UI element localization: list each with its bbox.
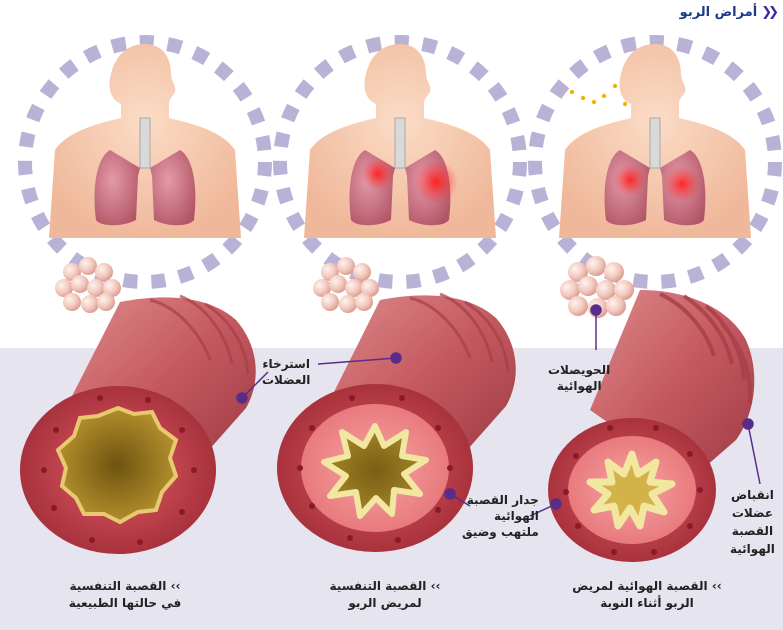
double-chevron-icon: ❮❮ [761,5,775,20]
label-inflamed-wall: جدار القصبة الهوائية ملتهب وضيق [462,492,539,540]
title-text: أمراض الربو [680,5,758,20]
caption-normal: ›› القصبة التنفسية في حالتها الطبيعية [50,578,200,612]
label-muscle-contract: انقباض عضلات القصبة الهوائية [730,486,775,558]
page-title: ❮❮ أمراض الربو [680,5,775,20]
body-normal [25,42,265,282]
body-asthma [280,42,520,282]
breath-dots [570,84,627,106]
alveoli-cluster-1 [55,257,121,313]
alveoli-cluster-2 [313,257,379,313]
caption-attack: ›› القصبة الهوائية لمريض الربو أثناء الن… [562,578,732,612]
label-alveoli: الحويصلات الهوائية [548,362,610,394]
body-attack [535,42,775,282]
label-muscle-relax: استرخاء العضلات [262,356,310,388]
caption-asthma: ›› القصبة التنفسية لمريض الربو [310,578,460,612]
